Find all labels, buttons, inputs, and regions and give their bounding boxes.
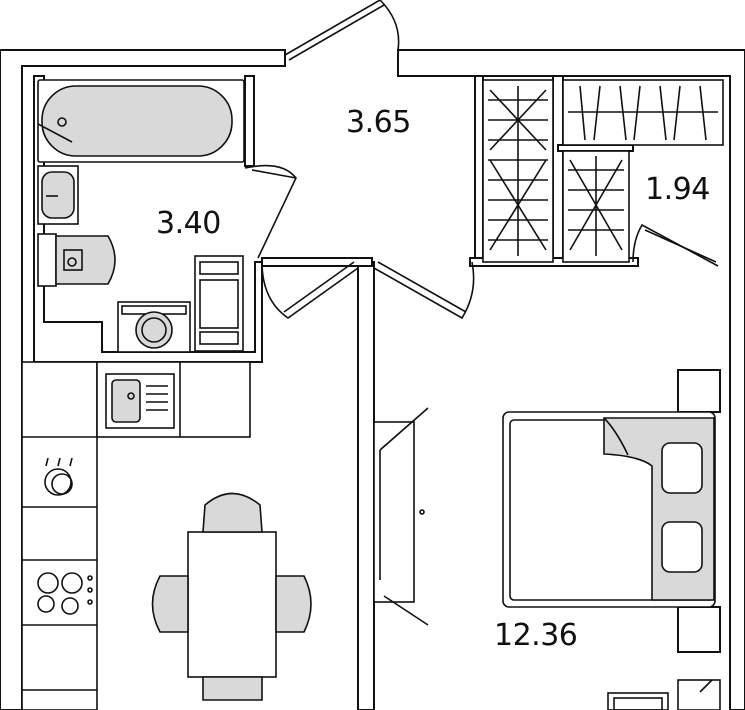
stove xyxy=(37,572,93,615)
wardrobe-left xyxy=(482,79,554,263)
double-bed xyxy=(502,411,716,608)
entrance-door xyxy=(284,0,400,61)
toilet xyxy=(37,233,116,287)
hallway-door-right xyxy=(373,261,475,320)
cabinet-shelves xyxy=(194,255,244,352)
kettle xyxy=(44,457,73,496)
bathroom-door xyxy=(244,164,297,259)
hallway-door-left xyxy=(261,261,359,319)
room-area-bathroom: 3.40 xyxy=(156,206,221,241)
wardrobe-door xyxy=(632,223,719,267)
wardrobe-top-right xyxy=(562,79,724,146)
dining-table xyxy=(187,531,277,678)
room-area-wardrobe: 1.94 xyxy=(645,172,710,207)
wardrobe-lower-right xyxy=(562,150,630,263)
dining-chairs xyxy=(151,492,312,701)
room-area-hallway: 3.65 xyxy=(346,105,411,140)
outer-walls xyxy=(0,49,745,710)
nightstand xyxy=(607,679,721,710)
bathroom-sink xyxy=(37,165,79,225)
washing-machine xyxy=(117,301,191,353)
room-area-bedroom-living: 12.36 xyxy=(494,618,577,653)
bathtub xyxy=(37,79,245,163)
tv-unit xyxy=(373,407,429,626)
kitchen-sink xyxy=(105,373,175,429)
